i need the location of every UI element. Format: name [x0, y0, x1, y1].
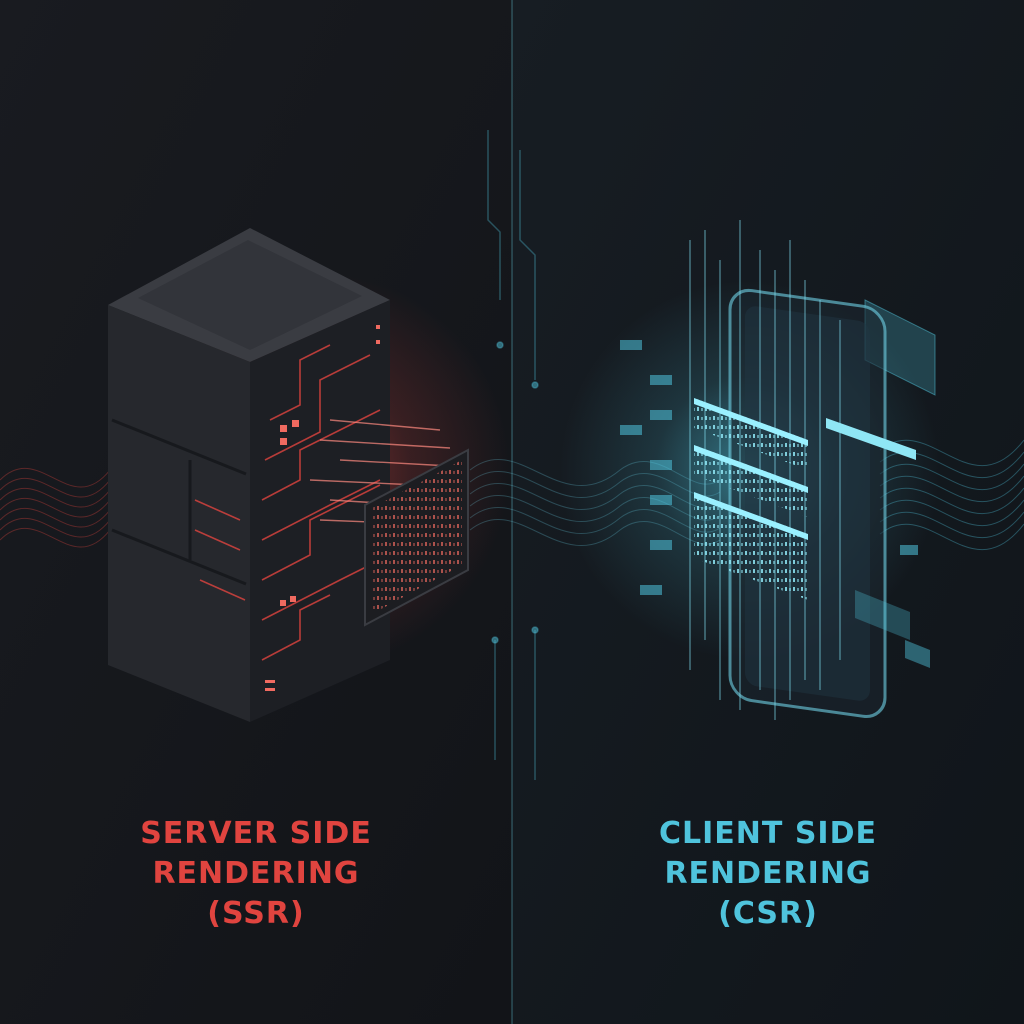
server-tower-icon	[108, 228, 510, 722]
ssr-caption-line1: SERVER SIDE	[140, 816, 372, 851]
ssr-caption-line2: RENDERING	[152, 856, 360, 891]
mobile-device-icon	[560, 220, 940, 720]
ssr-caption-line3: (SSR)	[207, 896, 305, 931]
csr-caption-line3: (CSR)	[718, 896, 818, 931]
csr-caption-line1: CLIENT SIDE	[659, 816, 877, 851]
csr-caption: CLIENT SIDE RENDERING (CSR)	[558, 814, 978, 934]
ssr-caption: SERVER SIDE RENDERING (SSR)	[46, 814, 466, 934]
divider-circuit-traces	[487, 130, 539, 780]
ssr-signal-waves	[0, 467, 111, 548]
csr-caption-line2: RENDERING	[664, 856, 872, 891]
